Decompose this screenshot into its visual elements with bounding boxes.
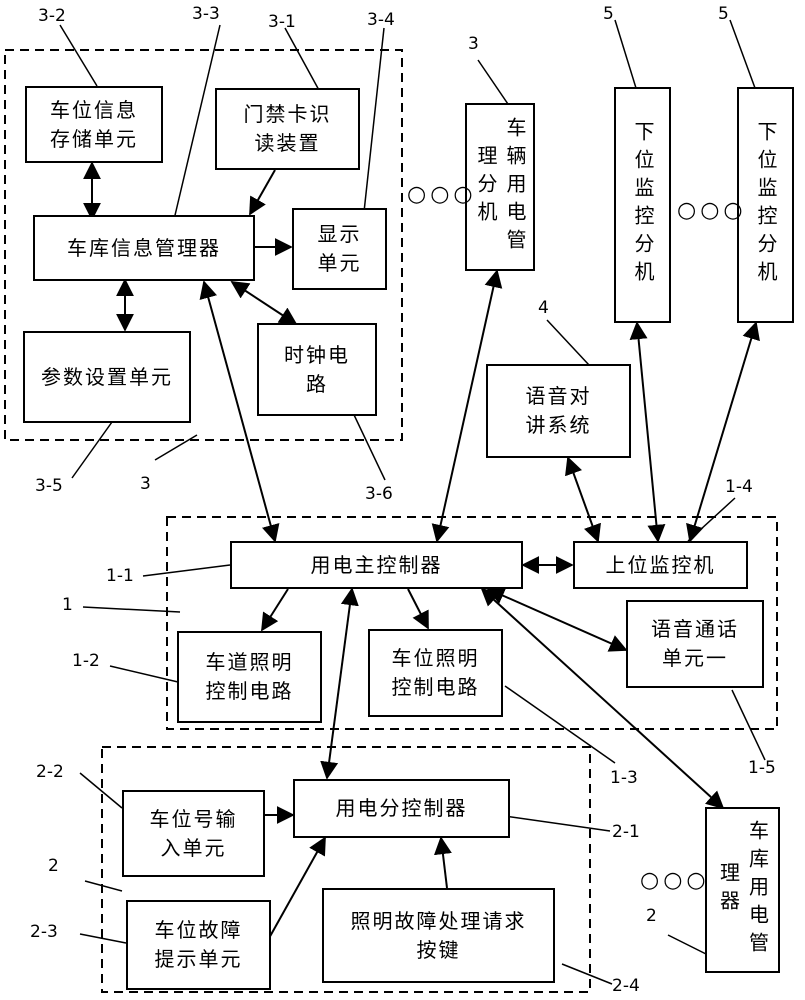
label-3-2: 3-2 [38, 6, 66, 26]
ellipsis-bottom-right: ○○○ [640, 868, 710, 893]
sub-controller-box: 用电分控制器 [293, 779, 510, 838]
lane-lighting-box: 车道照明控制电路 [177, 631, 322, 723]
label-3-6: 3-6 [365, 484, 393, 504]
label-1-2: 1-2 [72, 651, 100, 671]
ellipsis-top-right: ○○○ [677, 198, 747, 223]
label-4: 4 [538, 298, 549, 318]
lighting-fault-button-box: 照明故障处理请求按键 [322, 888, 555, 983]
arrow-main-voicecall [486, 587, 628, 652]
garage-info-manager-box: 车库信息管理器 [33, 215, 255, 281]
garage-power-manager-box: 车库用电管理器 [705, 807, 780, 973]
voice-call-unit-box: 语音通话单元一 [626, 600, 764, 688]
space-fault-prompt-box: 车位故障提示单元 [126, 900, 271, 990]
upper-monitor-box: 上位监控机 [573, 541, 748, 589]
arrow-intercom-upper [565, 456, 601, 543]
lower-monitor-2-box: 下位监控分机 [737, 87, 794, 323]
arrow-manager-main [199, 280, 280, 543]
ellipsis-top-left: ○○○ [407, 182, 477, 207]
voice-intercom-box: 语音对讲系统 [486, 364, 631, 458]
arrow-lower1-upper [629, 321, 666, 543]
label-3-top: 3 [468, 34, 479, 54]
parking-info-storage-box: 车位信息存储单元 [25, 86, 163, 163]
label-5-a: 5 [603, 4, 614, 24]
param-setting-box: 参数设置单元 [23, 331, 191, 423]
label-3-1: 3-1 [268, 12, 296, 32]
arrow-manager-clock [230, 281, 298, 325]
label-2-right: 2 [646, 906, 657, 926]
label-2: 2 [48, 856, 59, 876]
label-2-1: 2-1 [612, 822, 640, 842]
label-2-4: 2-4 [612, 976, 640, 996]
label-1-4: 1-4 [725, 477, 753, 497]
access-card-reader-box: 门禁卡识读装置 [215, 88, 360, 170]
arrow-button-sub [433, 836, 452, 889]
arrow-vehicle-main [431, 269, 503, 543]
label-3-5: 3-5 [35, 476, 63, 496]
group-3-frame [4, 49, 403, 441]
space-lighting-box: 车位照明控制电路 [368, 629, 503, 717]
arrow-main-space [407, 588, 429, 630]
label-2-3: 2-3 [30, 922, 58, 942]
arrow-main-sub [320, 587, 359, 780]
arrow-reader-manager [249, 169, 276, 216]
label-3-3: 3-3 [192, 4, 220, 24]
vehicle-power-sub-box: 车辆用电管理分机 [465, 103, 535, 271]
label-2-2: 2-2 [36, 762, 64, 782]
label-1-5: 1-5 [748, 758, 776, 778]
arrow-main-garagepower [480, 587, 725, 810]
label-3-bottom: 3 [140, 474, 151, 494]
label-1: 1 [62, 595, 73, 615]
display-unit-box: 显示单元 [292, 208, 387, 290]
clock-circuit-box: 时钟电路 [257, 323, 377, 416]
arrow-main-lane [261, 588, 289, 632]
label-1-1: 1-1 [106, 566, 134, 586]
space-number-input-box: 车位号输入单元 [122, 790, 265, 877]
label-1-3: 1-3 [610, 768, 638, 788]
arrow-fault-sub [267, 836, 326, 941]
main-controller-box: 用电主控制器 [230, 541, 523, 589]
label-5-b: 5 [718, 4, 729, 24]
arrow-lower2-upper [686, 321, 760, 543]
leader-lines [59, 19, 766, 985]
lower-monitor-1-box: 下位监控分机 [614, 87, 671, 323]
label-3-4: 3-4 [367, 10, 395, 30]
